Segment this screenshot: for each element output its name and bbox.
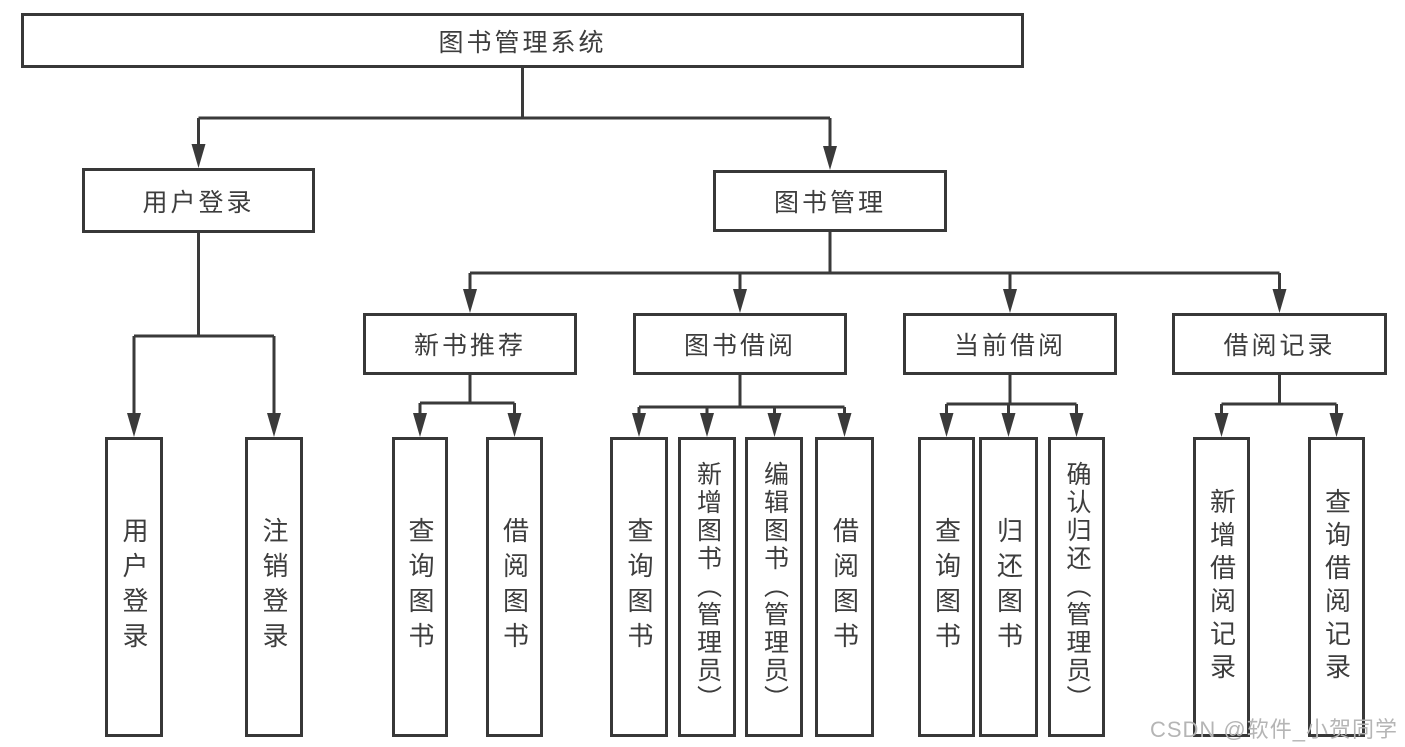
node-label: 查询图书 (405, 517, 435, 657)
node-add-borrow-record: 新增借阅记录 (1193, 437, 1250, 737)
node-label: 用户登录 (142, 188, 255, 217)
node-label: 图书管理系统 (438, 28, 607, 57)
node-confirm-return-admin: 确认归还（管理员） (1048, 437, 1105, 737)
node-root: 图书管理系统 (21, 13, 1024, 68)
connector-book-management-level3 (463, 232, 1287, 313)
node-return-books: 归还图书 (979, 437, 1038, 737)
node-logout: 注销登录 (245, 437, 303, 737)
connector-book-borrowing-children (632, 375, 852, 437)
connector-current-borrowing-children (939, 375, 1084, 437)
node-label: 当前借阅 (953, 332, 1066, 360)
node-query-borrow-record: 查询借阅记录 (1308, 437, 1365, 737)
node-label: 查询图书 (624, 517, 654, 657)
node-label: 借阅图书 (829, 517, 860, 657)
connector-user-login-children (127, 233, 281, 437)
node-book-management: 图书管理 (713, 170, 947, 232)
node-borrow-books-leaf: 借阅图书 (815, 437, 874, 737)
node-label: 新书推荐 (413, 332, 526, 360)
node-query-books-current: 查询图书 (918, 437, 975, 737)
connector-root-level2 (191, 68, 837, 170)
node-user-login: 用户登录 (82, 168, 315, 233)
connector-new-book-children (413, 375, 522, 437)
node-borrow-books-recommend: 借阅图书 (486, 437, 543, 737)
node-label: 查询借阅记录 (1321, 488, 1352, 686)
node-query-books-recommend: 查询图书 (392, 437, 448, 737)
node-label: 用户登录 (119, 517, 149, 657)
node-book-borrowing: 图书借阅 (633, 313, 847, 375)
node-label: 新增借阅记录 (1206, 488, 1237, 686)
node-label: 归还图书 (993, 517, 1024, 657)
csdn-watermark: CSDN @软件_小贺同学 (1149, 717, 1398, 742)
node-label: 注销登录 (259, 517, 289, 657)
node-borrow-records: 借阅记录 (1172, 313, 1387, 375)
node-label: 查询图书 (931, 517, 962, 657)
connector-borrow-records-children (1214, 375, 1344, 437)
node-label: 新增图书（管理员） (693, 461, 722, 713)
node-label: 借阅图书 (499, 517, 530, 657)
node-edit-book-admin: 编辑图书（管理员） (745, 437, 803, 737)
node-label: 确认归还（管理员） (1063, 461, 1091, 713)
node-label: 图书借阅 (683, 332, 796, 360)
node-label: 编辑图书（管理员） (760, 461, 789, 713)
node-label: 图书管理 (773, 189, 886, 217)
node-user-login-leaf: 用户登录 (105, 437, 163, 737)
node-current-borrowing: 当前借阅 (903, 313, 1117, 375)
node-new-book-recommend: 新书推荐 (363, 313, 577, 375)
node-add-book-admin: 新增图书（管理员） (678, 437, 736, 737)
node-query-books-borrowing: 查询图书 (610, 437, 668, 737)
node-label: 借阅记录 (1223, 332, 1336, 360)
